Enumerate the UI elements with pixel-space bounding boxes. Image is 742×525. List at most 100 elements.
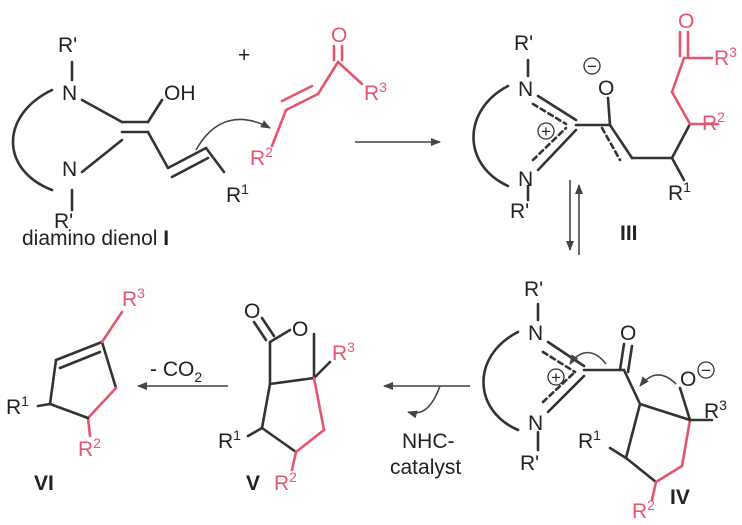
bond [48, 402, 90, 420]
compound-VI: R3 R1 R2 VI [6, 285, 145, 495]
bond [608, 446, 628, 460]
r1-substituent: R1 [6, 393, 29, 419]
bond [48, 358, 58, 406]
positive-charge [547, 368, 565, 386]
r-prime-bottom: R' [54, 210, 73, 233]
n-atom: N [528, 412, 543, 435]
ring-arc [11, 88, 54, 192]
bond [624, 402, 642, 460]
oxygen-atom: O [598, 77, 614, 100]
r-prime-top: R' [524, 278, 543, 301]
plus-sign: + [541, 122, 551, 141]
bond [608, 123, 634, 160]
double-bond [166, 146, 208, 170]
bond [146, 98, 164, 124]
compound-IV-label: IV [670, 486, 690, 509]
bond [268, 328, 292, 344]
curved-arrow [569, 351, 607, 365]
bond [54, 340, 104, 362]
catalyst-label: catalyst [390, 456, 461, 479]
n-atom: N [62, 158, 77, 181]
bond [246, 426, 264, 438]
double-bond [618, 342, 626, 372]
nhc-label: NHC- [402, 430, 455, 453]
bond [600, 126, 622, 162]
n-atom: N [62, 82, 77, 105]
carbonyl-o: O [620, 322, 636, 345]
curved-arrow [195, 118, 271, 151]
bond [86, 416, 92, 438]
bond [86, 386, 118, 420]
double-bond [280, 84, 314, 103]
bond [650, 480, 658, 502]
double-bond [626, 344, 634, 374]
compound-III: R' N N R' + O − O R3 R2 R1 III [472, 10, 737, 245]
n-atom: N [528, 322, 543, 345]
r1-substituent: R1 [218, 427, 241, 453]
bond [541, 350, 577, 374]
compound-III-label: III [620, 222, 638, 245]
double-bond [170, 156, 210, 179]
bond [204, 146, 226, 174]
bond [100, 310, 124, 344]
carbonyl-o: O [244, 300, 260, 323]
bond [336, 60, 364, 86]
bond [541, 370, 577, 404]
r2-substituent: R2 [274, 469, 297, 495]
n-atom: N [518, 78, 533, 101]
bond [260, 382, 272, 430]
curved-arrow [639, 374, 677, 387]
r1-substituent: R1 [578, 427, 601, 453]
plus-sign: + [551, 368, 561, 387]
curved-arrow [407, 385, 441, 419]
ring-arc [472, 84, 510, 188]
bond [622, 368, 642, 406]
r2-substituent: R2 [78, 435, 101, 461]
bond [680, 418, 692, 468]
bond [268, 376, 316, 386]
ring-arc [482, 330, 520, 432]
bond [270, 108, 288, 148]
r3-substituent: R3 [332, 339, 355, 365]
oh-group: OH [164, 82, 196, 105]
bond [624, 456, 658, 484]
r3-substituent: R3 [122, 285, 145, 311]
compound-VI-label: VI [34, 472, 54, 495]
bond [654, 464, 684, 484]
double-bond [252, 320, 268, 342]
r3-substituent: R3 [704, 397, 727, 423]
bond [531, 102, 568, 126]
compound-V: O O R3 R1 R2 V [218, 300, 355, 495]
bond [536, 94, 578, 122]
bond [316, 60, 340, 96]
carbonyl-o: O [678, 10, 694, 33]
carbonyl-o: O [331, 24, 347, 47]
minus-sign: − [701, 361, 711, 380]
bond [531, 126, 568, 162]
bond [312, 376, 326, 432]
r-prime-bottom: R' [520, 452, 539, 475]
bond [670, 122, 692, 160]
r1-substituent: R1 [226, 181, 249, 207]
plus-sign: + [238, 44, 250, 67]
r-prime-top: R' [514, 32, 533, 55]
alkoxide-o: O [680, 368, 696, 391]
ring-o: O [292, 318, 308, 341]
bond [670, 56, 686, 94]
double-bond [284, 92, 320, 112]
bond [260, 426, 298, 454]
negative-charge [583, 57, 601, 75]
bond [80, 138, 124, 174]
compound-IV: R' N N R' + O O − R3 R1 R2 IV [482, 278, 727, 523]
n-atom: N [518, 168, 533, 191]
enone: O R3 R2 [250, 24, 387, 170]
bond [546, 374, 586, 414]
bond [546, 340, 586, 368]
bond [36, 402, 52, 408]
bond [606, 96, 612, 127]
compound-I-caption: diamino dienol I [22, 227, 169, 250]
minus-sign: − [587, 57, 597, 76]
r-prime-bottom: R' [510, 200, 529, 223]
bond [678, 386, 692, 422]
